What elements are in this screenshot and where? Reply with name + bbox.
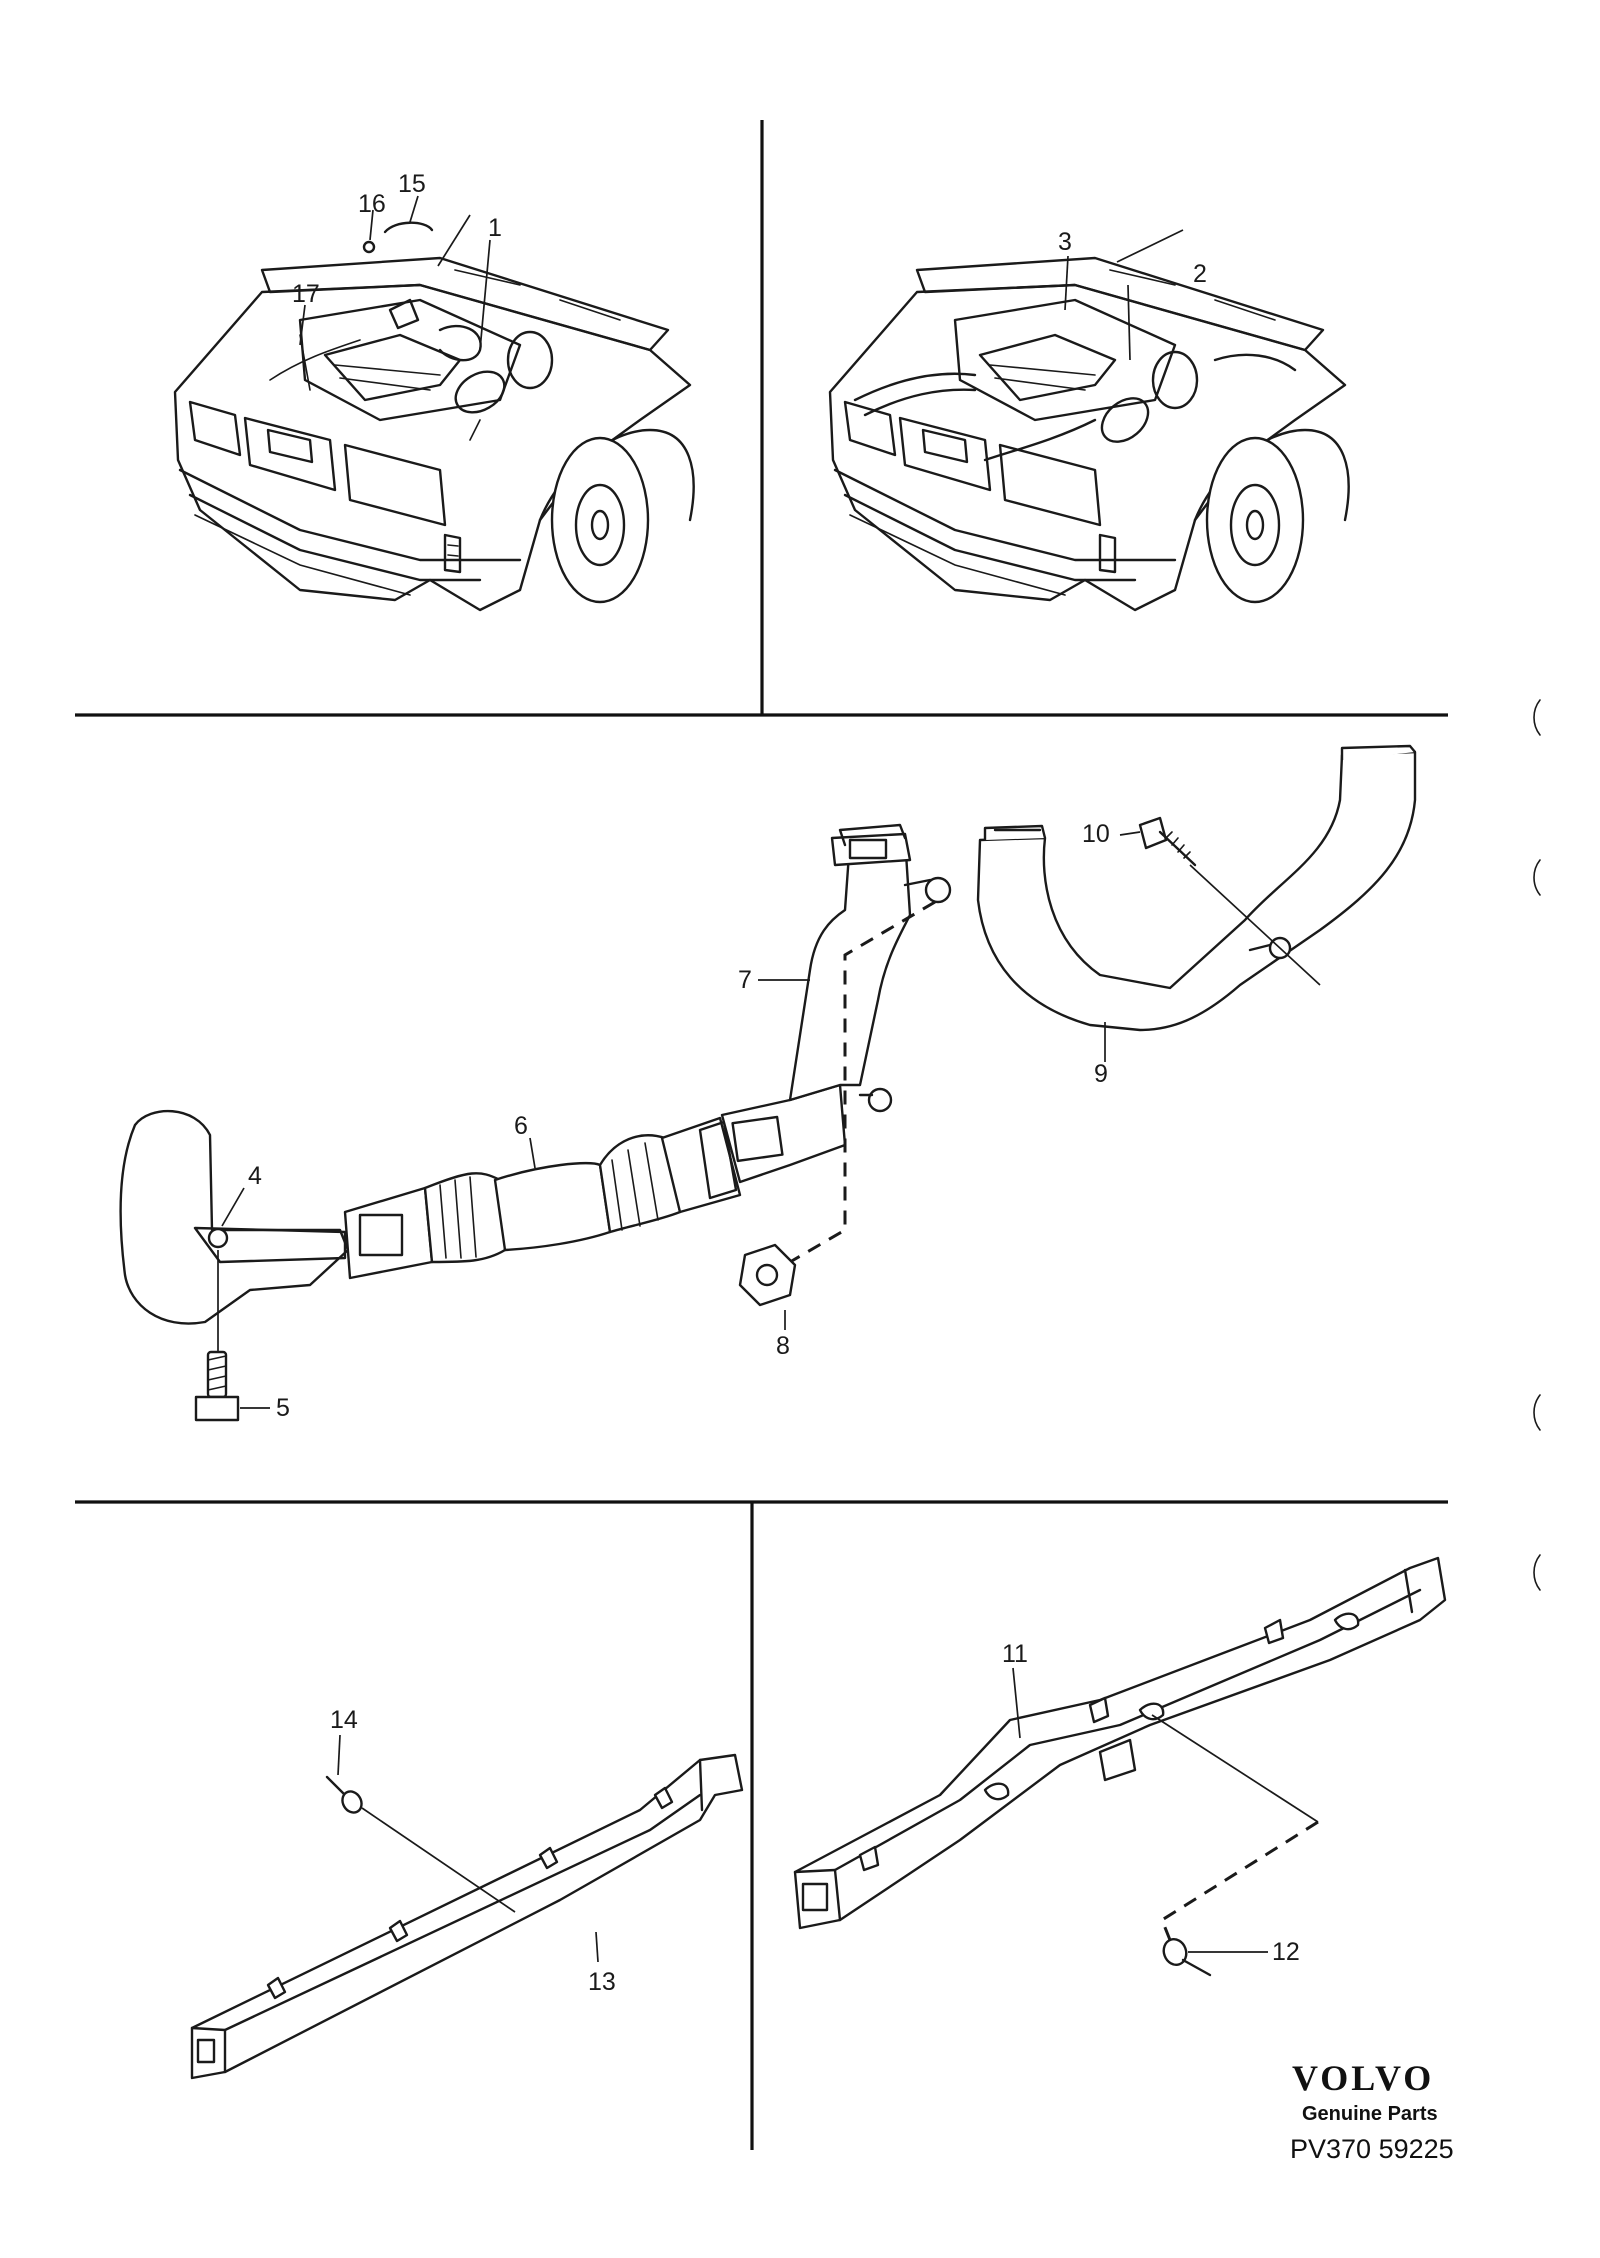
engine-bay-view-right: 3 2 (828, 228, 1350, 612)
callout-11: 11 (1002, 1640, 1028, 1668)
part-6-hose (343, 1116, 742, 1280)
brand-block: VOLVO Genuine Parts PV370 59225 (1290, 2058, 1454, 2164)
callout-14: 14 (330, 1706, 358, 1734)
callout-13: 13 (588, 1968, 616, 1996)
callout-17: 17 (292, 280, 320, 308)
part-8-nut (738, 1243, 797, 1307)
engine-bay-view-left: 1 15 16 17 (173, 170, 695, 612)
part-11-duct (793, 1556, 1447, 1930)
document-code: PV370 59225 (1290, 2134, 1454, 2164)
part-10-screw (1138, 816, 1197, 867)
callout-1: 1 (488, 214, 502, 242)
callout-9: 9 (1094, 1060, 1108, 1088)
duct-11-assembly: 11 12 (793, 1556, 1447, 1977)
callout-15: 15 (398, 170, 426, 198)
callout-4: 4 (248, 1162, 262, 1190)
part-5-bolt (194, 1350, 240, 1422)
callout-5: 5 (276, 1394, 290, 1422)
brand-subtitle: Genuine Parts (1302, 2103, 1438, 2125)
callout-8: 8 (776, 1332, 790, 1360)
callout-3: 3 (1058, 228, 1072, 256)
callout-2: 2 (1193, 260, 1207, 288)
callout-12: 12 (1272, 1938, 1300, 1966)
duct-13-assembly: 14 13 (190, 1706, 744, 2080)
volvo-logo: VOLVO (1292, 2058, 1434, 2098)
callout-7: 7 (738, 966, 752, 994)
callout-10: 10 (1082, 820, 1110, 848)
air-duct-assembly: 4 5 6 7 8 9 10 (119, 744, 1417, 1422)
section-dividers (75, 120, 1448, 2150)
part-9-duct (976, 744, 1417, 1032)
part-7-duct (720, 823, 952, 1184)
part-4-shroud (119, 1109, 350, 1325)
callout-6: 6 (514, 1112, 528, 1140)
part-12-clip (1162, 1938, 1212, 1977)
part-14-clip (325, 1775, 363, 1814)
callout-16: 16 (358, 190, 386, 218)
binding-marks (1533, 699, 1541, 1591)
